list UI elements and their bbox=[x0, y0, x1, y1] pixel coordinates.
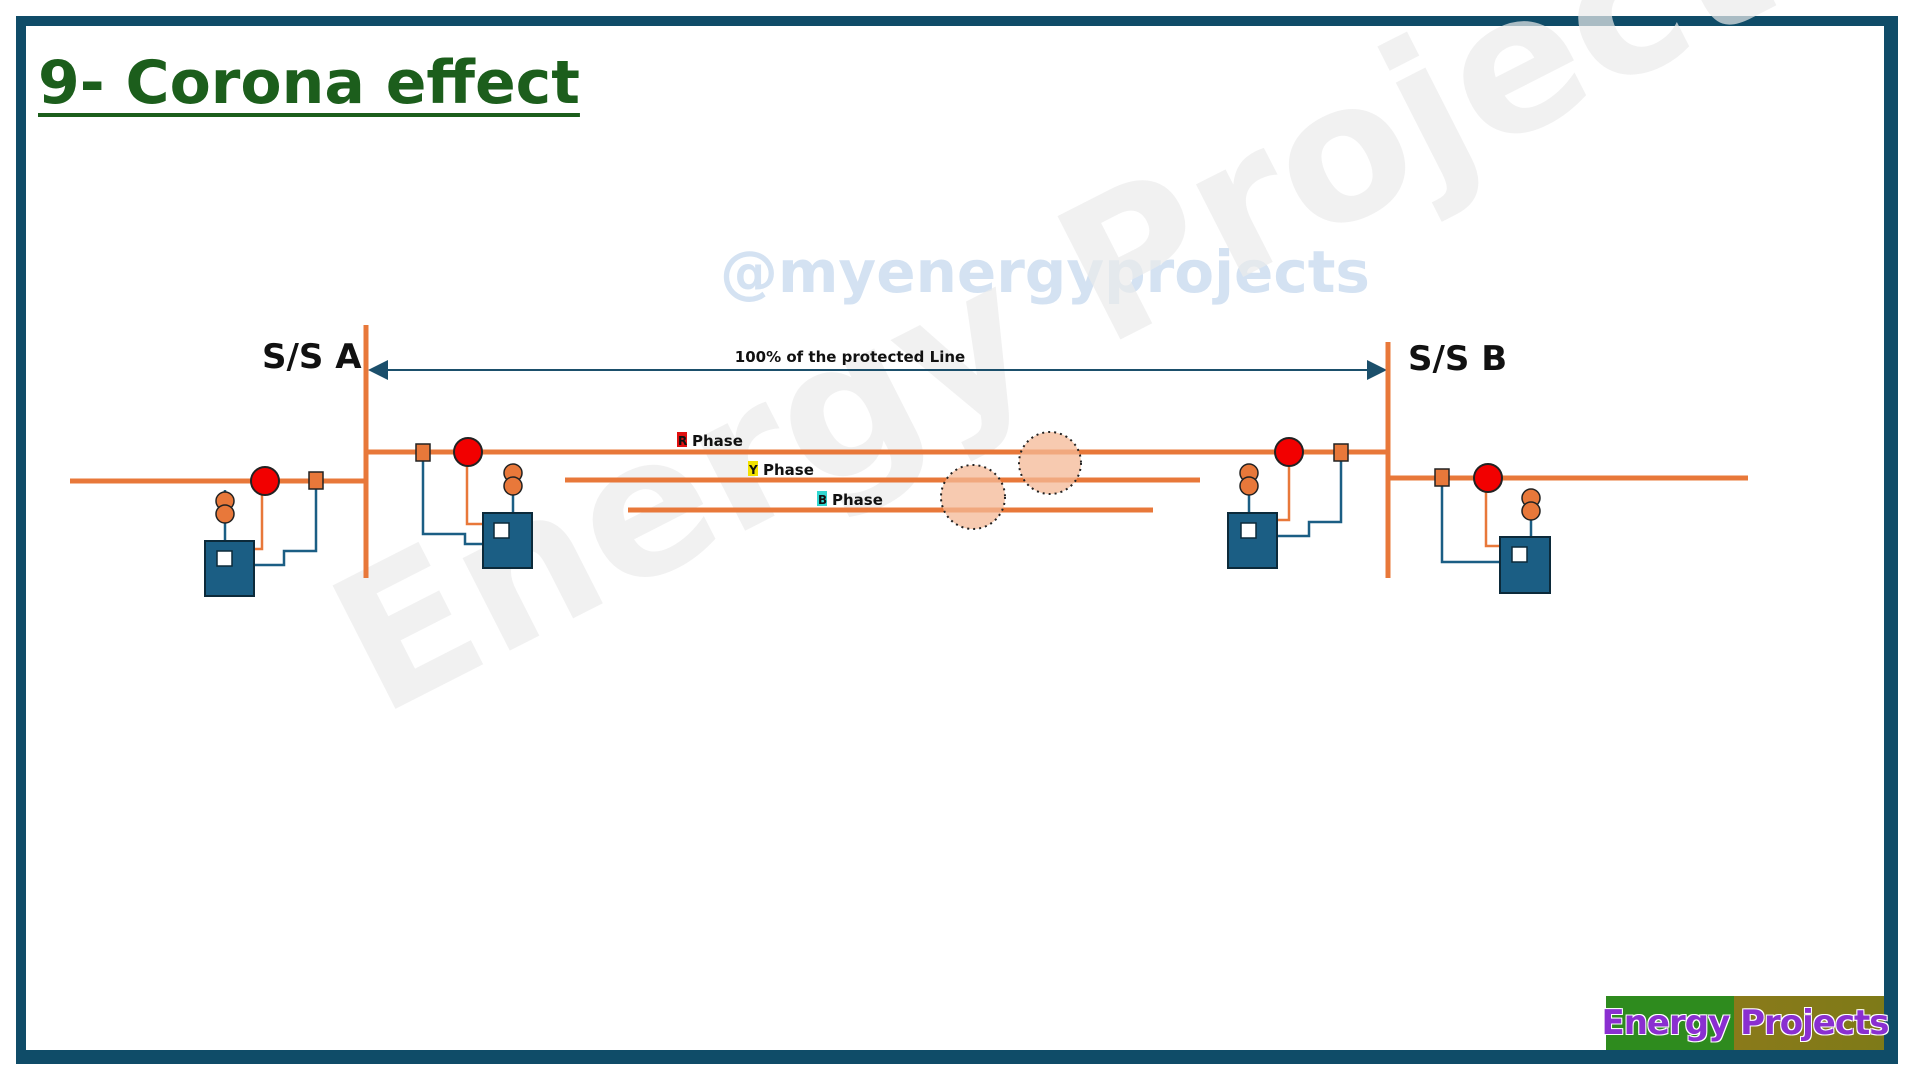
slide-frame bbox=[16, 16, 1898, 1064]
relay-set-ss-a bbox=[415, 437, 533, 569]
current-transformer-icon bbox=[1333, 443, 1349, 462]
circuit-breaker-icon bbox=[250, 466, 280, 496]
phase-y-swatch bbox=[748, 461, 758, 476]
current-transformer-icon bbox=[415, 443, 431, 462]
corona-discharge-2 bbox=[940, 464, 1006, 530]
voltage-transformer-icon bbox=[215, 504, 235, 524]
wire-ssb-ct bbox=[1278, 452, 1343, 538]
relay-display-icon bbox=[493, 522, 510, 539]
circuit-breaker-icon bbox=[1274, 437, 1304, 467]
phase-y-label: Phase bbox=[763, 461, 814, 479]
watermark-handle: @myenergyprojects bbox=[720, 238, 1370, 306]
wire-right-ct bbox=[1440, 478, 1500, 564]
wire-ssb-vt bbox=[1278, 452, 1291, 522]
wire-ssa-vt bbox=[465, 452, 484, 526]
relay-display-icon bbox=[1511, 546, 1528, 563]
phase-b-letter: B bbox=[818, 493, 827, 507]
slide-title: 9- Corona effect bbox=[38, 48, 580, 118]
phase-y-tag: Y Phase bbox=[748, 461, 814, 479]
phase-r-swatch bbox=[677, 432, 687, 447]
relay-set-ss-b bbox=[1227, 437, 1349, 569]
phase-b-tag: B Phase bbox=[817, 491, 883, 509]
voltage-transformer-icon bbox=[503, 476, 523, 496]
relay-set-feeder-b bbox=[1434, 463, 1551, 594]
phase-r-tag: R Phase bbox=[677, 432, 743, 450]
circuit-breaker-icon bbox=[453, 437, 483, 467]
substation-a-label: S/S A bbox=[262, 337, 362, 377]
wire-right-vt bbox=[1484, 478, 1500, 548]
brand-logo: Energy Projects bbox=[1602, 996, 1890, 1050]
current-transformer-icon bbox=[1434, 468, 1450, 487]
phase-y-letter: Y bbox=[748, 463, 758, 477]
current-transformer-icon bbox=[308, 471, 324, 490]
circuit-breaker-icon bbox=[1473, 463, 1503, 493]
phase-b-swatch bbox=[817, 491, 827, 506]
voltage-transformer-icon bbox=[1521, 501, 1541, 521]
phase-r-letter: R bbox=[678, 434, 687, 448]
relay-set-feeder-a bbox=[204, 466, 324, 597]
distance-relay-icon bbox=[1499, 536, 1551, 594]
phase-b-label: Phase bbox=[832, 491, 883, 509]
phase-r-label: Phase bbox=[692, 432, 743, 450]
substation-b-label: S/S B bbox=[1408, 339, 1507, 379]
distance-relay-icon bbox=[482, 512, 533, 569]
distance-relay-icon bbox=[204, 540, 255, 597]
relay-display-icon bbox=[216, 550, 233, 567]
wire-ssa-ct bbox=[421, 452, 484, 546]
wire-left-vt bbox=[252, 481, 264, 551]
voltage-transformer-icon bbox=[1239, 476, 1259, 496]
distance-relay-icon bbox=[1227, 512, 1278, 569]
span-label: 100% of the protected Line bbox=[735, 348, 965, 366]
wire-left-ct bbox=[252, 481, 318, 567]
corona-discharge-1 bbox=[1018, 431, 1082, 495]
relay-display-icon bbox=[1240, 522, 1257, 539]
